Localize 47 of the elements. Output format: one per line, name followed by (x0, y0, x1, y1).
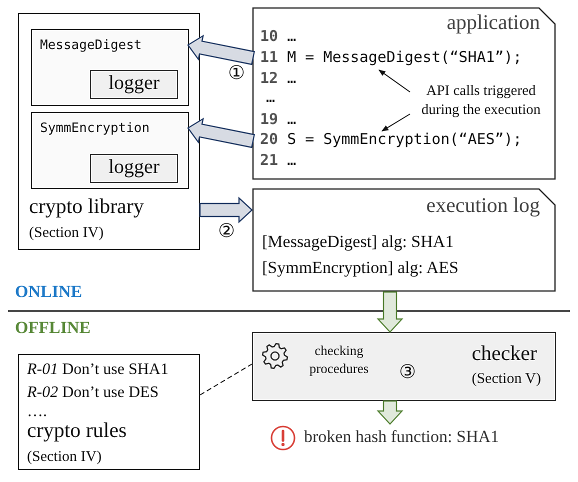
result-text: broken hash function: SHA1 (304, 427, 500, 447)
code-line: 11 M = MessageDigest(“SHA1”); (260, 49, 522, 66)
block-arrow (199, 196, 253, 224)
code-line: … (266, 89, 276, 106)
log-panel (252, 188, 556, 292)
box-label: logger (107, 156, 161, 179)
procedure-text: checking procedures (308, 342, 370, 378)
code-line: 10 … (260, 28, 296, 46)
step-number: ① (228, 62, 246, 84)
class-name: MessageDigest (40, 39, 142, 54)
rules-box (18, 354, 200, 470)
checker-box (252, 332, 556, 401)
component-title: checker (472, 341, 537, 366)
leader-arrow (381, 114, 410, 132)
panel-title: execution log (426, 193, 540, 218)
step-number: ③ (399, 361, 416, 383)
component-box (18, 13, 200, 250)
section-ref: (Section IV) (27, 449, 102, 466)
rule-text: R-01 Don’t use SHA1 (27, 361, 168, 380)
block-arrow (187, 118, 255, 148)
component-title: crypto library (29, 194, 144, 218)
class-name: SymmEncryption (40, 122, 150, 137)
log-line: [MessageDigest] alg: SHA1 (262, 232, 454, 252)
code-line: 19 … (260, 111, 296, 128)
rule-text: R-02 Don’t use DES (27, 384, 159, 402)
logger-box (90, 154, 178, 183)
log-line: [SymmEncryption] alg: AES (262, 258, 458, 278)
connector-line (200, 364, 252, 396)
section-ref: (Section IV) (29, 225, 104, 242)
section-label: ONLINE (15, 282, 82, 302)
annotation-text: API calls triggered during the execution (420, 82, 542, 120)
code-line: 21 … (260, 152, 296, 170)
code-panel (252, 7, 556, 180)
leader-arrow (378, 70, 410, 92)
class-box (31, 29, 189, 106)
class-box (31, 112, 189, 189)
section-ref: (Section V) (472, 371, 541, 388)
code-line: 12 … (260, 70, 296, 88)
section-label: OFFLINE (15, 318, 91, 338)
logger-box (90, 70, 178, 99)
step-number: ② (218, 220, 236, 242)
code-line: 20 S = SymmEncryption(“AES”); (260, 131, 522, 148)
block-arrow (376, 400, 404, 425)
panel-title: application (446, 10, 540, 34)
block-arrow (187, 34, 255, 66)
block-arrow (376, 291, 404, 333)
box-label: logger (107, 72, 161, 95)
